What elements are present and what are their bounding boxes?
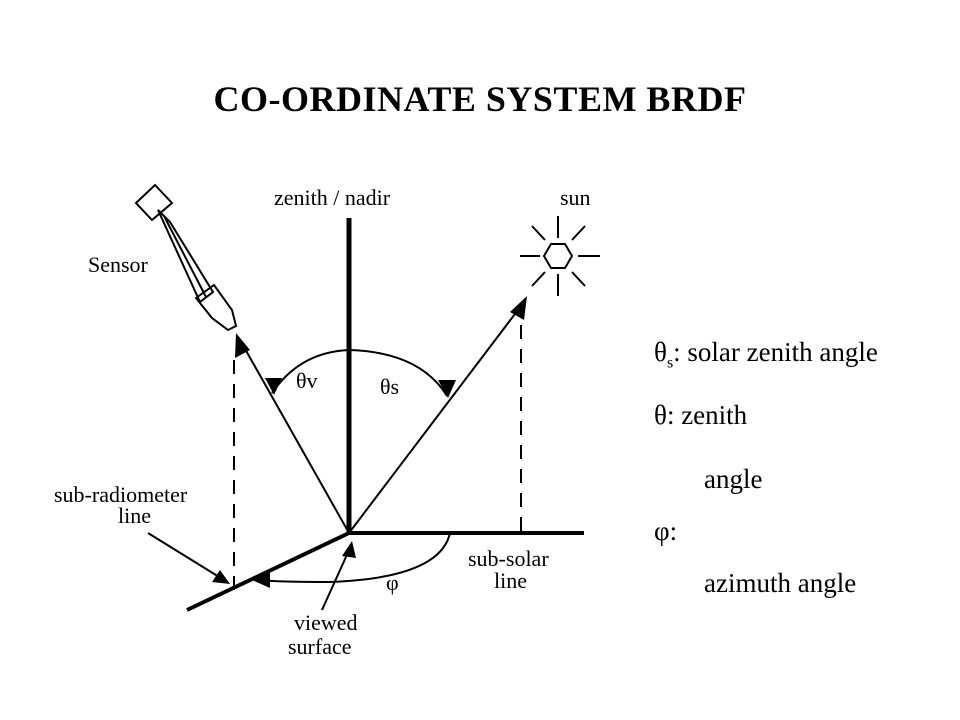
legend-row-view-cont: angle	[704, 463, 763, 494]
sun-label: sun	[560, 185, 591, 210]
legend-row-phi: φ:	[654, 515, 678, 546]
phi-label: φ	[386, 570, 399, 595]
sub-radiometer-axis	[186, 531, 350, 612]
theta-s-label: θs	[380, 374, 399, 399]
viewed-surface-label-line2: surface	[288, 634, 352, 659]
phi-arc-arrow	[252, 572, 270, 588]
phi-arc	[256, 532, 451, 584]
legend-row-solar: θs: solar zenith angle	[654, 326, 954, 389]
page-title: CO-ORDINATE SYSTEM BRDF	[213, 79, 747, 119]
legend-row-view: θ: zenith	[654, 389, 954, 452]
zenith-nadir-label: zenith / nadir	[274, 185, 391, 210]
legend-text: : zenith	[666, 400, 748, 431]
sub-radiometer-pointer-head	[212, 570, 230, 584]
sensor-label: Sensor	[88, 252, 149, 277]
viewed-surface-pointer	[321, 547, 351, 611]
legend-row-azimuth: azimuth angle	[704, 567, 857, 598]
sensor-arrowhead	[235, 333, 250, 358]
sensor-icon	[134, 183, 238, 332]
viewed-surface-pointer-head	[342, 541, 356, 558]
viewed-surface-label-line1: viewed	[294, 610, 358, 635]
sub-solar-label-line1: sub-solar	[468, 546, 549, 571]
theta-symbol: θ	[654, 400, 667, 431]
legend-subscript: s	[666, 354, 674, 372]
theta-v-label: θv	[296, 368, 318, 393]
legend: θs: solar zenith angle θ: zenith angle φ…	[654, 326, 954, 609]
sun-icon	[520, 216, 600, 296]
theta-symbol: θ	[654, 337, 667, 367]
sun-direction-line	[348, 301, 525, 534]
theta-s-arc-arrow	[438, 380, 456, 398]
sub-radiometer-label-line1: sub-radiometer	[54, 482, 188, 507]
theta-v-arc-arrow	[265, 378, 282, 395]
sensor-direction-line	[239, 339, 350, 534]
sub-radiometer-label-line2: line	[118, 503, 151, 528]
theta-s-arc	[348, 349, 448, 397]
sub-solar-label-line2: line	[494, 568, 527, 593]
sun-arrowhead	[510, 296, 527, 320]
sub-radiometer-pointer	[147, 532, 225, 581]
legend-text: : solar zenith angle	[673, 337, 878, 367]
